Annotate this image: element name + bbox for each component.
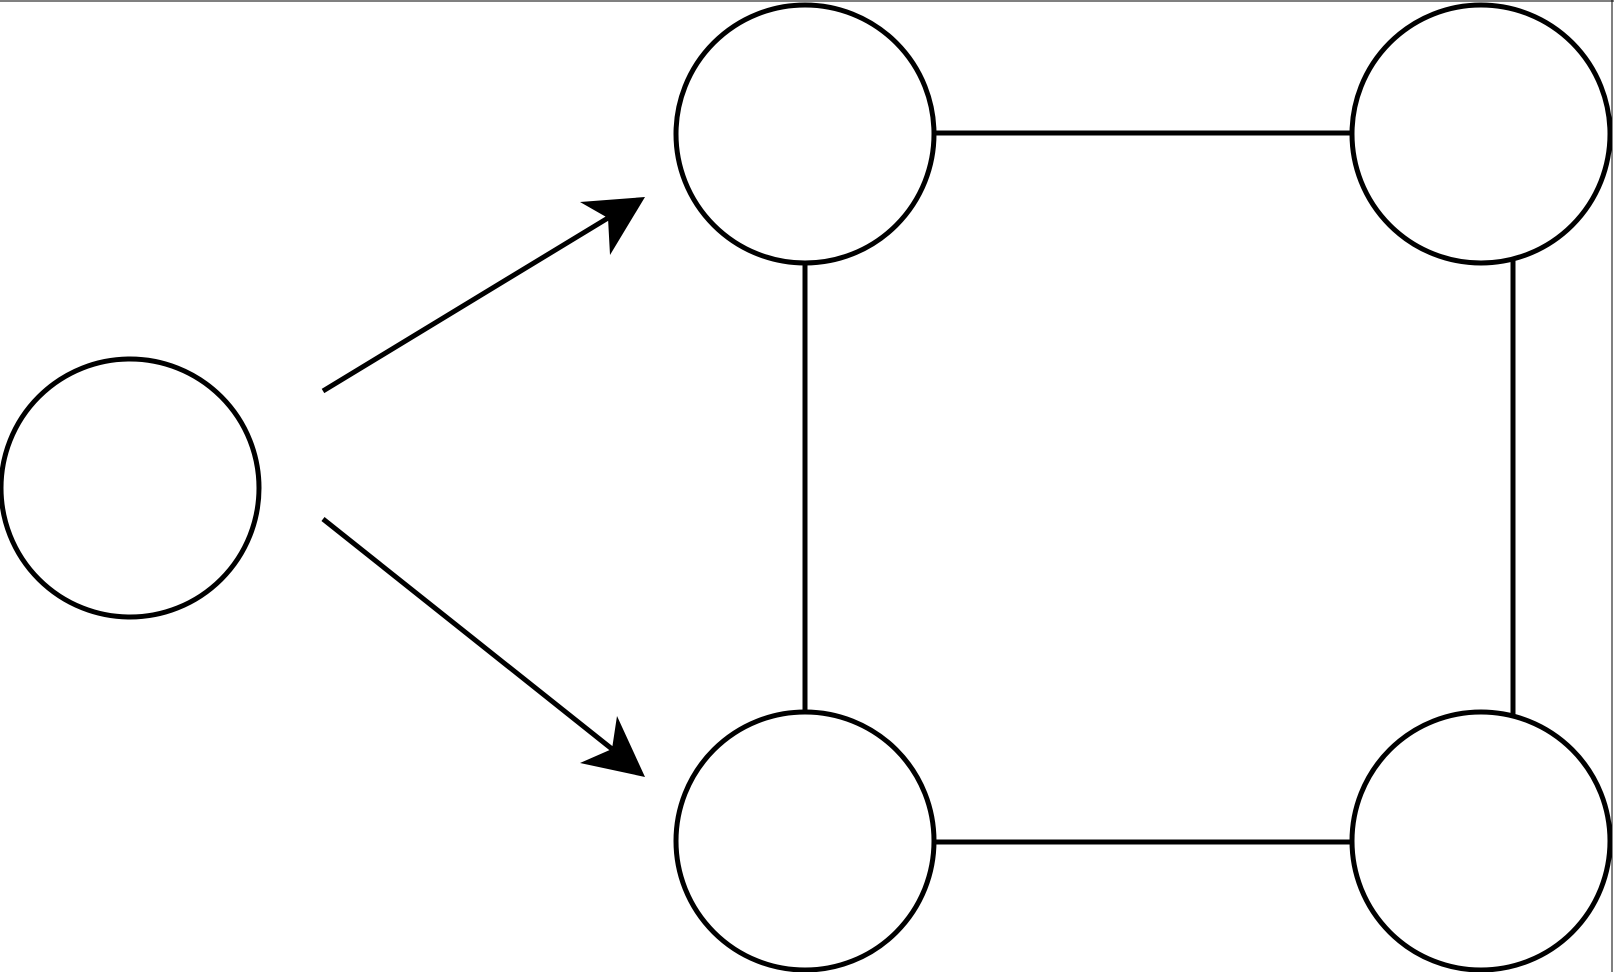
arrowhead-to-top-middle <box>580 197 645 255</box>
node-left[interactable] <box>0 356 262 620</box>
node-bottom-middle[interactable] <box>673 709 937 972</box>
edge-layer <box>321 130 1516 845</box>
node-top-right[interactable] <box>1349 2 1613 266</box>
node-top-right-circle <box>1349 2 1613 266</box>
edge-left-to-bottom-middle <box>321 517 614 751</box>
node-bottom-right-circle <box>1349 709 1613 972</box>
arrowhead-to-bottom-middle <box>580 716 645 777</box>
node-bottom-middle-circle <box>673 709 937 972</box>
node-top-middle-circle <box>673 2 937 266</box>
node-left-circle <box>0 356 262 620</box>
edge-left-to-top-middle <box>321 215 610 394</box>
node-bottom-right[interactable] <box>1349 709 1613 972</box>
node-top-middle[interactable] <box>673 2 937 266</box>
